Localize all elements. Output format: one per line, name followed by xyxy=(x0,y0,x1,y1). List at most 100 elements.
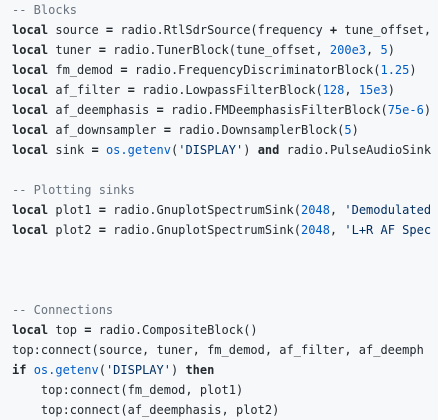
code-token: , xyxy=(366,43,381,57)
code-token: , xyxy=(329,223,345,237)
code-line: -- Blocks xyxy=(12,0,438,20)
code-token: radio.TunerBlock(tune_offset, xyxy=(105,43,330,57)
code-token: 5 xyxy=(380,43,388,57)
code-token: 2048 xyxy=(301,223,330,237)
code-line: local sink = os.getenv('DISPLAY') and ra… xyxy=(12,140,438,160)
code-token xyxy=(99,143,106,157)
code-lines: -- Blocks local source = radio.RtlSdrSour… xyxy=(12,0,438,420)
code-line: top:connect(fm_demod, plot1) xyxy=(12,380,438,400)
code-token: 'L+R AF Spec xyxy=(344,223,432,237)
code-token: ) xyxy=(409,63,417,77)
code-token: top:connect(af_deemphasis, plot2) xyxy=(12,403,280,417)
code-token: = xyxy=(98,203,106,217)
code-token: -- Plotting sinks xyxy=(12,183,135,197)
code-token: ( xyxy=(98,363,106,377)
code-token: ( xyxy=(170,143,179,157)
code-token: ) xyxy=(423,103,432,117)
code-token: af_downsampler xyxy=(48,123,164,137)
code-token: local xyxy=(12,143,49,157)
code-line: local plot2 = radio.GnuplotSpectrumSink(… xyxy=(12,220,438,240)
code-token: local xyxy=(12,23,49,37)
code-token: then xyxy=(185,363,215,377)
code-line: local top = radio.CompositeBlock() xyxy=(12,320,438,340)
code-token: ) xyxy=(170,363,186,377)
code-token: radio.CompositeBlock() xyxy=(91,323,258,337)
code-token: 5 xyxy=(344,123,352,137)
code-token: local xyxy=(12,223,49,237)
code-token: 'DISPLAY' xyxy=(178,143,244,157)
code-token: ) xyxy=(243,143,258,157)
code-line: -- Plotting sinks xyxy=(12,180,438,200)
code-token: 2048 xyxy=(301,203,330,217)
code-line: local fm_demod = radio.FrequencyDiscrimi… xyxy=(12,60,438,80)
code-token: local xyxy=(12,63,49,77)
code-token xyxy=(26,363,33,377)
code-token: plot1 xyxy=(48,203,99,217)
code-line: top:connect(af_deemphasis, plot2) xyxy=(12,400,438,420)
code-token: local xyxy=(12,323,49,337)
code-line: local af_downsampler = radio.Downsampler… xyxy=(12,120,438,140)
code-token: 'DISPLAY' xyxy=(105,363,171,377)
code-token: radio.GnuplotSpectrumSink( xyxy=(105,223,302,237)
code-token: radio.FMDeemphasisFilterBlock( xyxy=(163,103,388,117)
code-token: radio.FrequencyDiscriminatorBlock( xyxy=(127,63,381,77)
code-line xyxy=(12,160,438,180)
code-line xyxy=(12,280,438,300)
code-token: , xyxy=(344,83,359,97)
code-line: local af_deemphasis = radio.FMDeemphasis… xyxy=(12,100,438,120)
code-token: os.getenv xyxy=(105,143,171,157)
code-token: af_filter xyxy=(48,83,128,97)
code-token: af_deemphasis xyxy=(48,103,157,117)
code-token: = xyxy=(98,43,106,57)
code-token: radio.GnuplotSpectrumSink( xyxy=(105,203,302,217)
code-token: tuner xyxy=(48,43,99,57)
code-token: = xyxy=(84,323,92,337)
code-token: 200e3 xyxy=(329,43,367,57)
code-token: , xyxy=(329,203,345,217)
code-token: if xyxy=(12,363,27,377)
code-token: 15e3 xyxy=(358,83,388,97)
code-line: -- Connections xyxy=(12,300,438,320)
code-token: = xyxy=(105,23,114,37)
code-line: if os.getenv('DISPLAY') then xyxy=(12,360,438,380)
code-token: + xyxy=(329,23,338,37)
code-token: ) xyxy=(387,43,395,57)
code-token: local xyxy=(12,43,49,57)
code-token: local xyxy=(12,83,49,97)
code-line: local source = radio.RtlSdrSource(freque… xyxy=(12,20,438,40)
code-token: -- Connections xyxy=(12,303,114,317)
code-token: 128 xyxy=(322,83,345,97)
code-token: plot2 xyxy=(48,223,99,237)
code-token: local xyxy=(12,203,49,217)
code-token: = xyxy=(91,143,99,157)
code-token: radio.DownsamplerBlock( xyxy=(170,123,345,137)
code-token: 1.25 xyxy=(380,63,410,77)
code-token: ) xyxy=(387,83,395,97)
code-token: top:connect(source, tuner, fm_demod, af_… xyxy=(12,343,424,357)
code-token: = xyxy=(156,103,164,117)
code-line: local plot1 = radio.GnuplotSpectrumSink(… xyxy=(12,200,438,220)
code-token: radio.PulseAudioSink xyxy=(279,143,432,157)
code-token: = xyxy=(120,63,128,77)
code-token: 75e-6 xyxy=(387,103,424,117)
code-token: fm_demod xyxy=(48,63,121,77)
code-token: os.getenv xyxy=(33,363,99,377)
code-token: radio.LowpassFilterBlock( xyxy=(134,83,323,97)
code-token: 'Demodulated xyxy=(344,203,432,217)
code-token: top xyxy=(48,323,85,337)
code-token: = xyxy=(127,83,135,97)
code-token: local xyxy=(12,123,49,137)
code-token: top:connect(fm_demod, plot1) xyxy=(12,383,244,397)
code-token: -- Blocks xyxy=(12,3,78,17)
code-line xyxy=(12,240,438,260)
code-token: sink xyxy=(48,143,92,157)
code-token: tune_offset, xyxy=(337,23,438,37)
code-token: = xyxy=(163,123,171,137)
code-line: top:connect(source, tuner, fm_demod, af_… xyxy=(12,340,438,360)
code-token: source xyxy=(48,23,106,37)
code-token: local xyxy=(12,103,49,117)
code-token: = xyxy=(98,223,106,237)
code-token: and xyxy=(257,143,280,157)
code-token: ) xyxy=(351,123,359,137)
